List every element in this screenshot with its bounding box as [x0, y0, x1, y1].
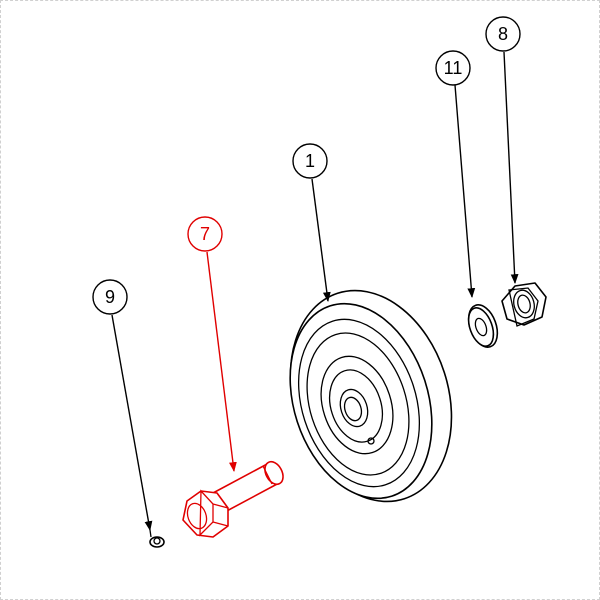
leader-line-1	[311, 178, 331, 302]
callout-8[interactable]: 8	[485, 16, 521, 52]
leader-line-9	[111, 314, 153, 531]
leader-line-7	[206, 251, 237, 472]
hex-nut-part[interactable]	[501, 282, 547, 327]
callout-1[interactable]: 1	[292, 143, 328, 179]
callout-7[interactable]: 7	[187, 216, 223, 252]
wheel-part[interactable]	[264, 269, 477, 522]
leader-line-11	[454, 84, 476, 298]
callout-label-11: 11	[444, 58, 463, 78]
washer-part[interactable]	[463, 301, 502, 351]
bolt-part[interactable]	[182, 459, 287, 538]
callout-11[interactable]: 11	[435, 50, 471, 86]
callout-label-1: 1	[305, 151, 315, 171]
leader-line-8	[503, 51, 519, 284]
callout-label-8: 8	[498, 24, 508, 44]
callout-9[interactable]: 9	[92, 279, 128, 315]
grease-fitting-part[interactable]	[149, 529, 165, 548]
callout-label-7: 7	[200, 224, 210, 244]
callout-label-9: 9	[105, 287, 115, 307]
